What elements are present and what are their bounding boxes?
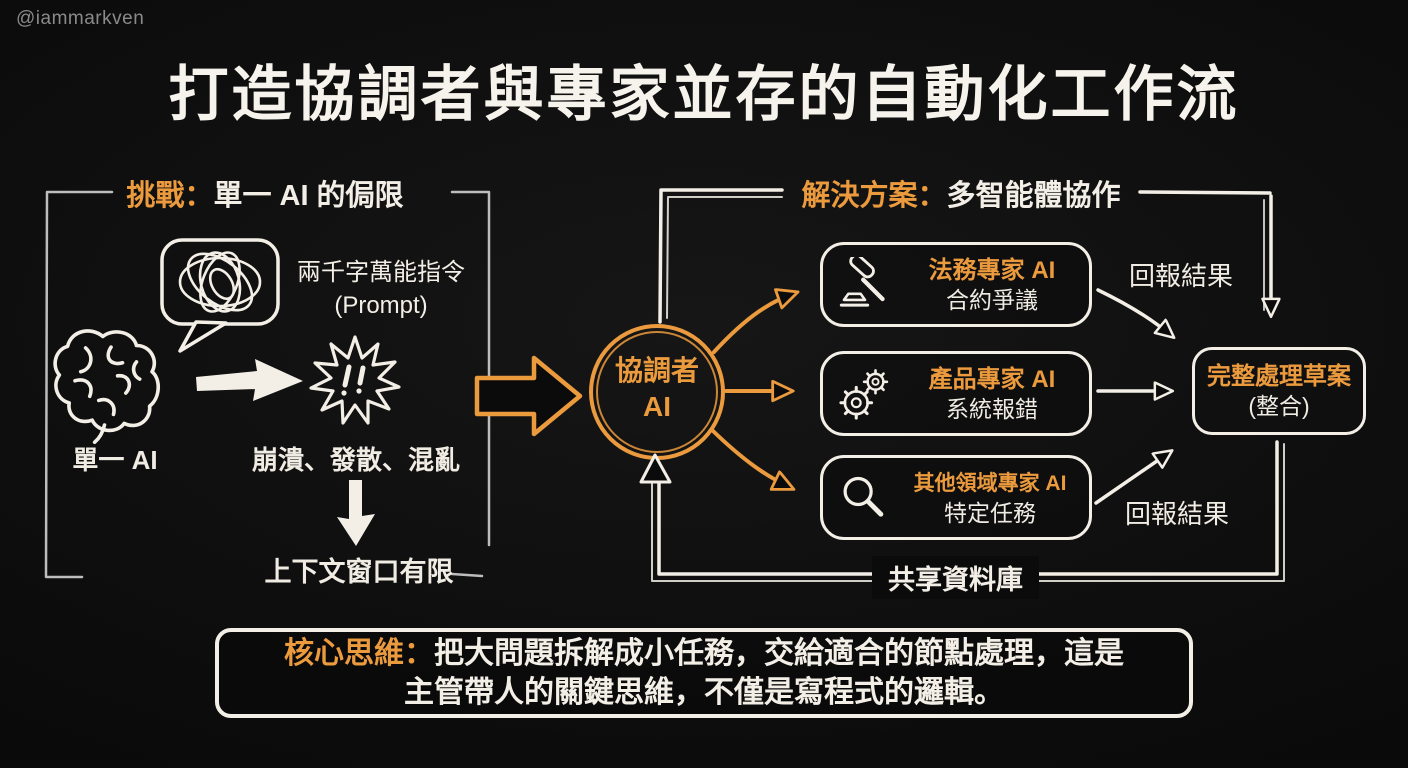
coordinator-label-line2: AI bbox=[643, 391, 671, 422]
result-subtitle: (整合) bbox=[1248, 393, 1310, 419]
report-result-bottom-label: 回報結果 bbox=[1124, 499, 1229, 529]
expert-other-subtitle: 特定任務 bbox=[944, 499, 1036, 526]
legal-to-result-arrow bbox=[1096, 288, 1172, 336]
transition-arrow bbox=[474, 355, 583, 437]
shared-database-label: 共享資料庫 bbox=[872, 556, 1039, 599]
expert-card-product: 產品專家 AI 系統報錯 bbox=[820, 351, 1092, 436]
magnifier-icon bbox=[843, 476, 884, 517]
challenge-heading: 挑戰：單一 AI 的侷限 bbox=[40, 172, 490, 214]
prompt-caption-line2: (Prompt) bbox=[334, 292, 428, 319]
expert-card-other: 其他領域專家 AI 特定任務 bbox=[820, 455, 1092, 540]
core-idea-line2: 主管帶人的關鍵思維，不僅是寫程式的邏輯。 bbox=[404, 676, 1004, 709]
prompt-bubble bbox=[160, 238, 280, 353]
brain-to-explosion-arrow bbox=[196, 359, 303, 401]
expert-card-legal: 法務專家 AI 合約爭議 bbox=[820, 242, 1092, 327]
expert-legal-subtitle: 合約爭議 bbox=[946, 286, 1038, 313]
explosion-icon bbox=[309, 335, 401, 425]
page-title: 打造協調者與專家並存的自動化工作流 bbox=[168, 61, 1240, 128]
coordinator-label: 協調者 AI bbox=[589, 353, 725, 425]
challenge-heading-rest: 單一 AI 的侷限 bbox=[213, 180, 404, 212]
brain-icon bbox=[53, 329, 160, 445]
coordinator-to-other-arrow bbox=[710, 428, 791, 488]
prompt-bubble-caption: 兩千字萬能指令 (Prompt) bbox=[288, 256, 474, 322]
watermark: @iammarkven bbox=[16, 8, 145, 29]
core-idea-line1: 核心思維：把大問題拆解成小任務，交給適合的節點處理，這是 bbox=[284, 634, 1124, 673]
down-arrow bbox=[337, 480, 375, 546]
challenge-frame bbox=[44, 190, 491, 579]
expert-product-subtitle: 系統報錯 bbox=[946, 395, 1038, 422]
prompt-caption-line1: 兩千字萬能指令 bbox=[297, 259, 465, 286]
gears-icon bbox=[839, 368, 889, 420]
context-limit-label: 上下文窗口有限 bbox=[264, 557, 454, 587]
coordinator-to-legal-arrow bbox=[712, 293, 795, 354]
report-result-top-label: 回報結果 bbox=[1128, 261, 1233, 291]
expert-product-title: 產品專家 AI bbox=[928, 365, 1056, 393]
gavel-icon bbox=[839, 256, 885, 307]
expert-legal-title: 法務專家 AI bbox=[928, 256, 1056, 284]
scribble-tangle-icon bbox=[178, 251, 262, 313]
result-card: 完整處理草案 (整合) bbox=[1192, 347, 1366, 435]
core-idea-text1: 把大問題拆解成小任務，交給適合的節點處理，這是 bbox=[434, 637, 1124, 670]
single-ai-label: 單一 AI bbox=[72, 445, 158, 475]
explosion-label: 崩潰、發散、混亂 bbox=[251, 445, 460, 475]
core-idea-label: 核心思維： bbox=[284, 637, 434, 670]
result-title: 完整處理草案 bbox=[1207, 363, 1351, 390]
expert-other-title: 其他領域專家 AI bbox=[913, 471, 1067, 495]
solution-heading: 解決方案：多智能體協作 bbox=[655, 172, 1267, 214]
solution-heading-rest: 多智能體協作 bbox=[946, 180, 1121, 212]
coordinator-label-line1: 協調者 bbox=[614, 355, 699, 386]
solution-heading-label: 解決方案： bbox=[801, 180, 947, 212]
core-idea-box: 核心思維：把大問題拆解成小任務，交給適合的節點處理，這是 主管帶人的關鍵思維，不… bbox=[215, 628, 1193, 718]
challenge-heading-label: 挑戰： bbox=[126, 180, 214, 212]
